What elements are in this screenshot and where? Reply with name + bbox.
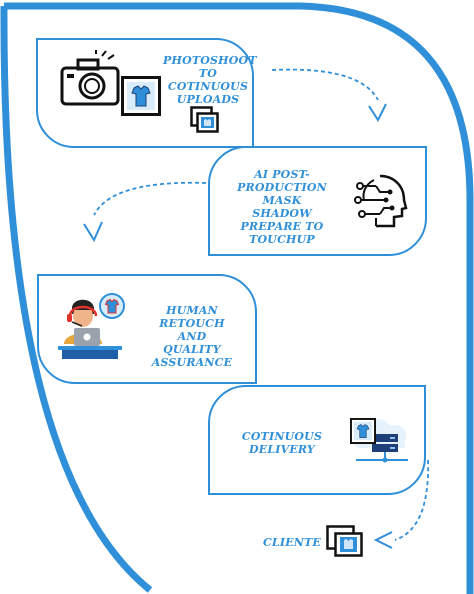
stacked-photos-icon	[190, 106, 219, 133]
arrow-head-1	[368, 103, 387, 123]
step-card-ai-post-production	[208, 146, 427, 256]
step-2-label: AI POST-PRODUCTION MASK SHADOW PREPARE T…	[237, 168, 327, 246]
arrow-head-4	[373, 531, 393, 549]
retoucher-at-laptop-icon	[58, 299, 122, 359]
connector-1-2	[271, 68, 379, 101]
connector-4-5	[394, 459, 429, 541]
shirt-thumbnail-icon	[350, 418, 376, 444]
step-3-label: HUMAN RETOUCH AND QUALITY ASSURANCE	[151, 304, 233, 369]
stacked-photos-icon	[326, 525, 363, 557]
ai-head-icon	[354, 174, 408, 228]
step-1-label: PHOTOSHOOT TO COTINUOUS UPLOADS	[163, 54, 257, 106]
camera-icon	[60, 50, 120, 106]
connector-2-3	[93, 181, 207, 216]
arrow-head-2	[83, 221, 103, 243]
step-4-label: COTINUOUS DELIVERY	[241, 430, 323, 456]
shirt-badge-icon	[99, 293, 125, 319]
step-card-human-retouch	[37, 274, 257, 384]
shirt-thumbnail-icon	[121, 76, 161, 116]
step-5-label: CLIENTE	[262, 536, 322, 549]
